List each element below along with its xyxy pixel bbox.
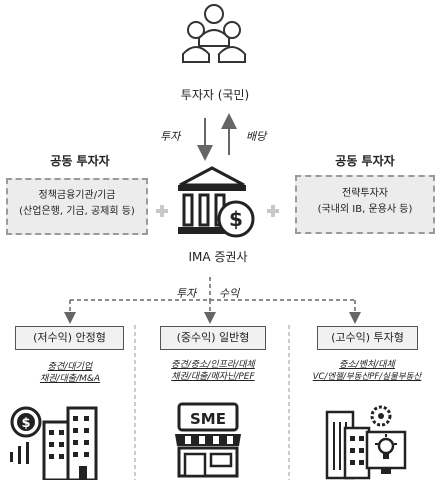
dividend-label: 배당 [246,130,267,143]
svg-text:$: $ [229,207,243,231]
center-label: IMA 증권사 [188,250,248,264]
sme-text: SME [190,410,226,428]
building-gear-bulb-icon [323,402,407,480]
co-investor-right-line2: (국내외 IB, 운용사 등) [317,204,413,215]
co-investor-right-box: 전략투자자 (국내외 IB, 운용사 등) [295,175,435,234]
plus-left-icon [156,205,168,217]
svg-text:$: $ [21,416,30,431]
tier-invest-label: (고수익) 투자형 [317,326,418,350]
co-investor-left-line1: 정책금융기관/기금 [38,190,116,201]
people-group-icon [180,2,248,66]
tier-invest-desc2: VC/엔젤/부동산PF/실물부동산 [312,372,422,382]
plus-right-icon [267,205,279,217]
co-investor-left-title: 공동 투자자 [50,154,110,168]
co-investor-left-box: 정책금융기관/기금 (산업은행, 기금, 공제회 등) [6,178,148,235]
tier-invest-desc1: 중소/벤처/대체 [339,360,395,370]
co-investor-right-line1: 전략투자자 [342,188,388,199]
co-investor-right-title: 공동 투자자 [335,154,395,168]
tier-general-desc2: 채권/대출/메자닌/PEF [171,372,255,382]
sme-store-icon: SME [173,402,243,480]
tier-stable-desc2: 채권/대출/M&A [39,374,101,384]
invest-label-top: 투자 [160,130,181,143]
dollar-coin-buildings-icon: $ [6,404,106,480]
investor-label: 투자자 (국민) [180,88,250,102]
tier-general-label: (중수익) 일반형 [160,326,266,350]
tier-stable-desc1: 중견/대기업 [47,362,93,372]
tier-stable-label: (저수익) 안정형 [15,326,124,350]
tier-general-desc1: 중견/중소/인프라/대체 [171,360,255,370]
bank-dollar-icon: $ [176,165,258,241]
co-investor-left-line2: (산업은행, 기금, 공제회 등) [19,206,135,217]
invest-label-bottom: 투자 [176,287,197,300]
return-label: 수익 [219,287,240,300]
